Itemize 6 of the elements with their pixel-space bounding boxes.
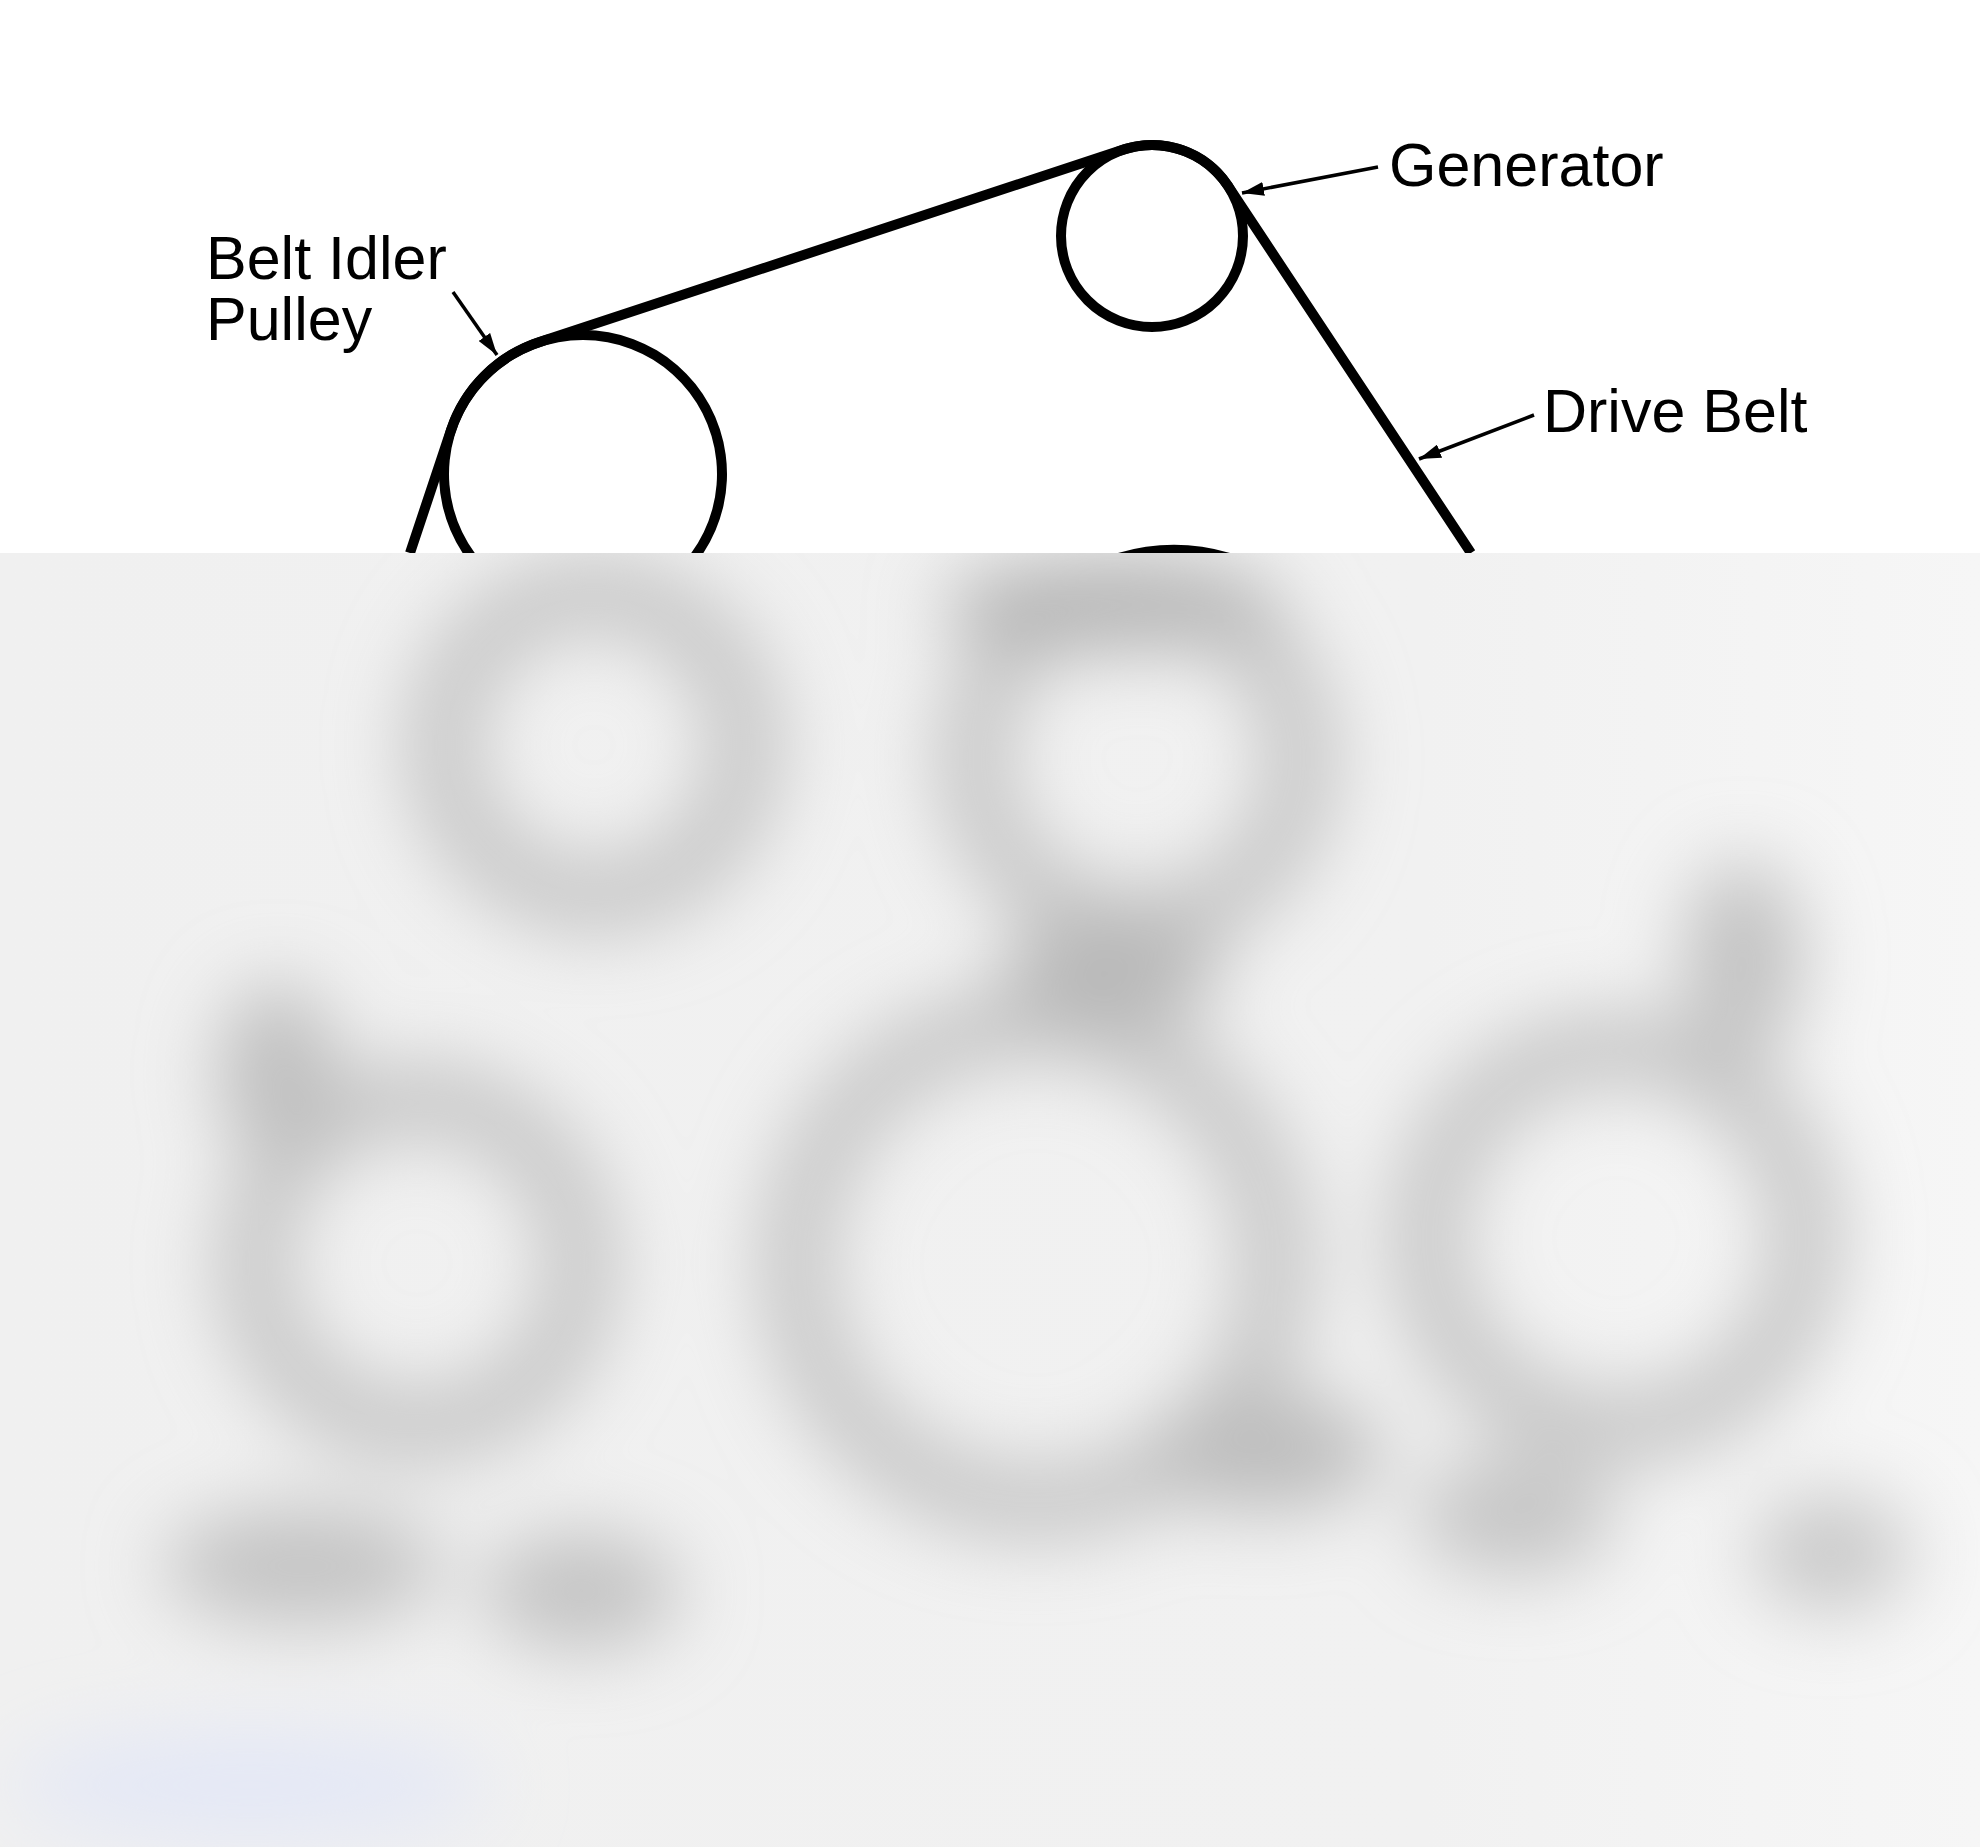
part-label: Generator: [1389, 135, 1664, 196]
leader-line: [451, 291, 499, 356]
part-label: Drive Belt: [1543, 381, 1808, 442]
leader-line: [1418, 413, 1535, 461]
generator-pulley: [1056, 140, 1248, 332]
leader-line: [1241, 165, 1379, 196]
